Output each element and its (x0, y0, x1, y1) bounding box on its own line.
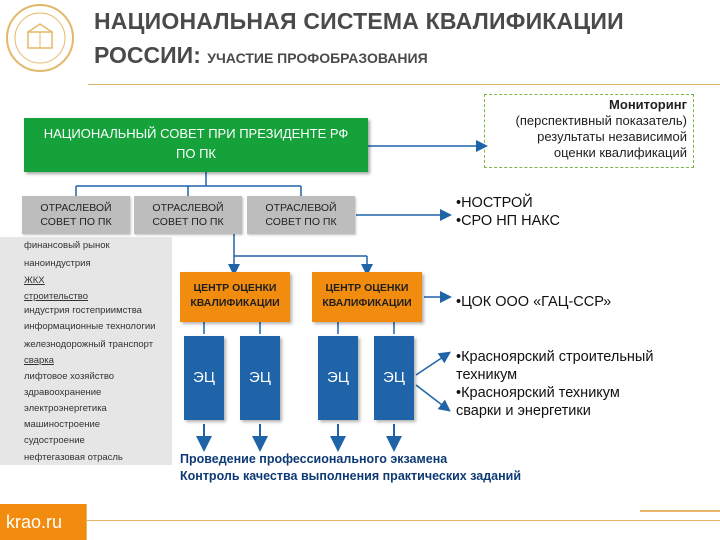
footer-site-link[interactable]: krao.ru (6, 512, 63, 532)
center-label: ЦЕНТР ОЦЕНКИ (325, 282, 409, 294)
monitoring-line: оценки квалификаций (553, 145, 687, 160)
industry-item: ЖКХ (24, 275, 45, 286)
logo-emblem (6, 4, 74, 72)
monitoring-line: результаты независимой (537, 129, 687, 144)
footer-badge (0, 504, 86, 540)
industry-item: финансовый рынок (24, 240, 110, 251)
header-divider (88, 84, 720, 85)
sector-label: ОТРАСЛЕВОЙ (152, 202, 224, 214)
nostroy-item: •НОСТРОЙ (456, 195, 533, 211)
sector-label: СОВЕТ ПО ПК (152, 216, 224, 228)
sector-council-box: ОТРАСЛЕВОЙ СОВЕТ ПО ПК (134, 196, 242, 234)
footer-accent (640, 510, 720, 512)
industry-item: индустрия гостеприимства (24, 305, 142, 316)
exam-caption: Проведение профессионального экзамена (180, 452, 448, 466)
center-label: КВАЛИФИКАЦИИ (322, 297, 412, 309)
industry-item: информационные технологии (24, 321, 156, 332)
page-title-line2: РОССИИ: УЧАСТИЕ ПРОФОБРАЗОВАНИЯ (94, 42, 428, 69)
colleges-list: •Красноярский строительный техникум •Кра… (456, 348, 653, 420)
title-main: РОССИИ: (94, 42, 201, 68)
college-item: техникум (456, 367, 518, 383)
industries-panel (0, 237, 172, 465)
national-council-box: НАЦИОНАЛЬНЫЙ СОВЕТ ПРИ ПРЕЗИДЕНТЕ РФ ПО … (24, 118, 368, 172)
ccq-organization: •ЦОК ООО «ГАЦ-ССР» (456, 294, 612, 310)
exam-center-box: ЭЦ (374, 336, 414, 420)
qualification-center-box: ЦЕНТР ОЦЕНКИ КВАЛИФИКАЦИИ (312, 272, 422, 322)
monitoring-heading: Мониторинг (609, 97, 687, 112)
council-line1: НАЦИОНАЛЬНЫЙ СОВЕТ ПРИ ПРЕЗИДЕНТЕ РФ (43, 126, 349, 141)
sector-label: ОТРАСЛЕВОЙ (40, 202, 112, 214)
monitoring-box: Мониторинг (перспективный показатель) ре… (484, 94, 694, 168)
center-label: КВАЛИФИКАЦИИ (190, 297, 280, 309)
nostroy-item: •СРО НП НАКС (456, 213, 561, 229)
sector-council-box: ОТРАСЛЕВОЙ СОВЕТ ПО ПК (22, 196, 130, 234)
industry-item: железнодорожный транспорт (24, 339, 154, 350)
footer-divider (86, 504, 87, 540)
exam-center-box: ЭЦ (184, 336, 224, 420)
college-item: •Красноярский строительный (456, 349, 654, 365)
industry-item: электроэнергетика (24, 403, 107, 414)
qualification-center-box: ЦЕНТР ОЦЕНКИ КВАЛИФИКАЦИИ (180, 272, 290, 322)
industry-item: строительство (24, 291, 89, 302)
industry-item: машиностроение (24, 419, 101, 430)
footer-line (86, 520, 720, 521)
industry-item: здравоохранение (24, 387, 102, 398)
sector-label: СОВЕТ ПО ПК (40, 216, 112, 228)
council-line2: ПО ПК (176, 146, 216, 161)
industry-item: наноиндустрия (24, 258, 91, 269)
college-item: •Красноярский техникум (456, 385, 620, 401)
industry-item: сварка (24, 355, 54, 366)
monitoring-line: (перспективный показатель) (515, 113, 687, 128)
nostroy-list: •НОСТРОЙ •СРО НП НАКС (456, 194, 560, 230)
sector-label: ОТРАСЛЕВОЙ (265, 202, 337, 214)
industry-item: судостроение (24, 435, 85, 446)
center-label: ЦЕНТР ОЦЕНКИ (193, 282, 277, 294)
exam-center-box: ЭЦ (318, 336, 358, 420)
industry-item: лифтовое хозяйство (24, 371, 115, 382)
exam-caption: Контроль качества выполнения практически… (180, 469, 521, 483)
page-title-line1: НАЦИОНАЛЬНАЯ СИСТЕМА КВАЛИФИКАЦИИ (94, 8, 624, 34)
exam-center-box: ЭЦ (240, 336, 280, 420)
college-item: сварки и энергетики (456, 403, 591, 419)
sector-council-box: ОТРАСЛЕВОЙ СОВЕТ ПО ПК (247, 196, 355, 234)
sector-label: СОВЕТ ПО ПК (265, 216, 337, 228)
title-subtitle: УЧАСТИЕ ПРОФОБРАЗОВАНИЯ (207, 50, 428, 66)
industry-item: нефтегазовая отрасль (24, 452, 123, 463)
